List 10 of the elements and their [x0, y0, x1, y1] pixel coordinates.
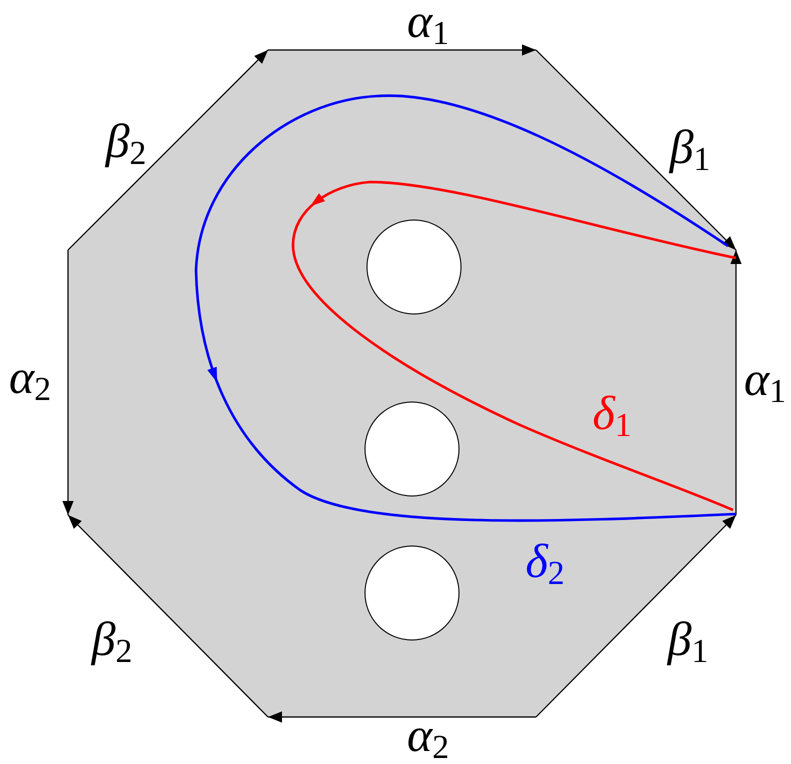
curve-label: δ$_{2}$	[525, 538, 565, 586]
side-label: β$_{2}$	[106, 118, 146, 166]
side-label: β$_{1}$	[668, 616, 708, 664]
side-label: α$_{1}$	[407, 0, 449, 46]
side-label: α$_{1}$	[744, 356, 786, 404]
side-label: β$_{2}$	[92, 616, 132, 664]
curve-label: δ$_{1}$	[592, 390, 632, 438]
side-label: β$_{1}$	[670, 124, 710, 172]
side-label: α$_{2}$	[407, 712, 449, 760]
side-label: α$_{2}$	[9, 354, 51, 402]
